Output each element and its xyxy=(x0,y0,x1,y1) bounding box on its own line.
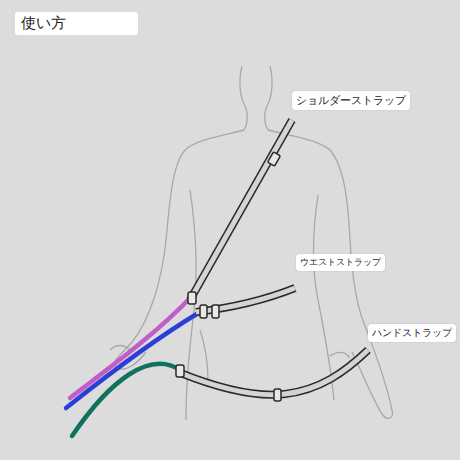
label-box: ショルダーストラップ xyxy=(292,91,410,110)
label-box: ウエストストラップ xyxy=(296,254,385,271)
label-box: ハンドストラップ xyxy=(368,324,456,342)
strap-strands xyxy=(66,296,200,436)
title-box: 使い方 xyxy=(15,12,138,35)
buckles xyxy=(176,152,281,401)
pink-strand xyxy=(70,296,192,398)
body-outline xyxy=(110,66,392,420)
strap-label: ハンドストラップ xyxy=(368,324,456,342)
strap-label: ショルダーストラップ xyxy=(292,91,410,110)
teal-strand xyxy=(72,364,180,436)
title: 使い方 xyxy=(15,12,138,35)
blue-strand xyxy=(66,312,200,408)
strap-label: ウエストストラップ xyxy=(296,254,385,271)
